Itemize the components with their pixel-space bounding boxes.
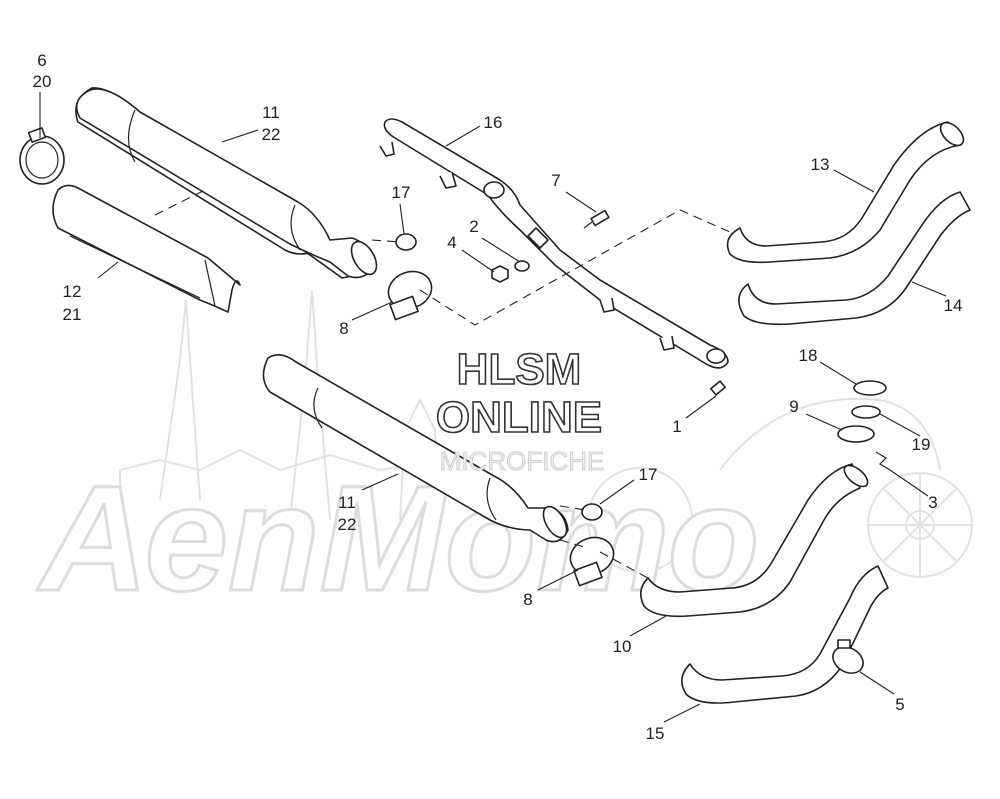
- callout-10: 10: [613, 637, 632, 656]
- callout-6: 6: [37, 51, 46, 70]
- callout-16: 16: [484, 113, 503, 132]
- lower-muffler: [262, 354, 569, 543]
- callout-19: 19: [912, 435, 931, 454]
- callout-5: 5: [895, 695, 904, 714]
- gasket-18: [853, 380, 887, 396]
- callout-3: 3: [928, 493, 937, 512]
- assembly-lines: [154, 189, 731, 579]
- callout-22-lower: 22: [338, 515, 357, 534]
- mounting-bracket-16: [379, 118, 729, 369]
- callout-13: 13: [811, 155, 830, 174]
- callout-22-upper: 22: [262, 125, 281, 144]
- gasket-19: [851, 405, 881, 419]
- washer-2: [514, 260, 530, 272]
- bolt-7: [583, 209, 610, 229]
- callout-14: 14: [944, 296, 963, 315]
- header-pipe-13: [726, 121, 965, 264]
- header-pipe-15: [681, 565, 889, 704]
- clamp-5: [832, 639, 864, 674]
- clamp-6: [19, 127, 65, 185]
- callout-9: 9: [789, 397, 798, 416]
- callout-11-upper: 11: [262, 103, 280, 122]
- callout-21: 21: [63, 305, 82, 324]
- spring-3: [875, 451, 891, 471]
- nut-4: [491, 265, 509, 283]
- watermark-line-2: ONLINE: [436, 393, 602, 442]
- callout-17-upper: 17: [392, 183, 411, 202]
- watermark-line-1: HLSM: [457, 345, 582, 394]
- callout-20: 20: [33, 72, 52, 91]
- callout-11-lower: 11: [338, 493, 356, 512]
- callout-labels: 6 20 11 22 12 21 16 17 7 2 4 8 13 14 18 …: [33, 51, 963, 743]
- callout-8-upper: 8: [339, 319, 348, 338]
- upper-muffler: [75, 87, 378, 279]
- watermark-text: HLSM ONLINE MICROFICHE: [435, 344, 605, 476]
- flange-9: [837, 425, 875, 443]
- bolt-1: [710, 380, 726, 396]
- callout-2: 2: [469, 217, 478, 236]
- callout-17-lower: 17: [639, 465, 658, 484]
- callout-12: 12: [63, 282, 82, 301]
- ring-17-lower: [581, 503, 603, 521]
- callout-4: 4: [447, 233, 456, 252]
- callout-15: 15: [646, 724, 665, 743]
- clamp-8-upper: [387, 270, 433, 321]
- callout-7: 7: [551, 171, 560, 190]
- header-pipe-14: [738, 191, 971, 326]
- watermark-brand: АеnМото: [36, 454, 759, 622]
- callout-18: 18: [799, 346, 818, 365]
- watermark-line-3: MICROFICHE: [440, 446, 605, 476]
- callout-1: 1: [672, 417, 681, 436]
- callout-8-lower: 8: [523, 590, 532, 609]
- clamp-8-lower: [569, 536, 615, 587]
- leader-lines: [39, 92, 947, 723]
- ring-17-upper: [395, 233, 417, 251]
- watermark-motorcycle: [587, 397, 973, 578]
- header-pipe-10: [640, 463, 869, 618]
- heat-shield: [52, 184, 241, 313]
